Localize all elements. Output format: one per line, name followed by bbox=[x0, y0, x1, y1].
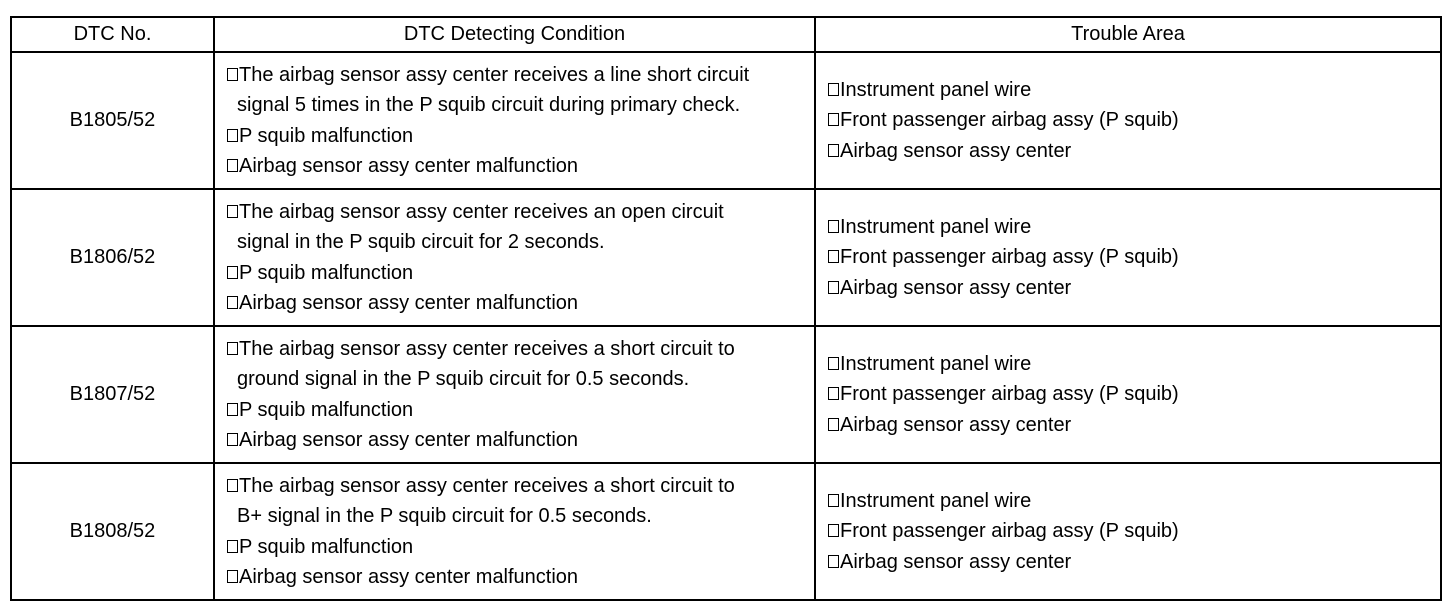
table-row: B1807/52 The airbag sensor assy center r… bbox=[10, 325, 1442, 464]
dtc-code: B1808/52 bbox=[10, 462, 215, 601]
condition-text: P squib malfunction bbox=[239, 261, 414, 284]
trouble-area-item: Front passenger airbag assy (P squib) bbox=[828, 379, 1440, 410]
detecting-condition-cell: The airbag sensor assy center receives a… bbox=[213, 51, 816, 190]
trouble-area-text: Airbag sensor assy center bbox=[840, 276, 1072, 299]
condition-item: The airbag sensor assy center receives a… bbox=[227, 334, 814, 365]
condition-continuation: ground signal in the P squib circuit for… bbox=[237, 368, 690, 390]
checkbox-icon bbox=[828, 280, 839, 294]
checkbox-icon bbox=[227, 159, 238, 172]
checkbox-icon bbox=[828, 493, 839, 507]
checkbox-icon bbox=[828, 417, 839, 431]
condition-item: P squib malfunction bbox=[227, 395, 814, 426]
trouble-area-text: Instrument panel wire bbox=[840, 489, 1032, 512]
table-row: B1808/52 The airbag sensor assy center r… bbox=[10, 462, 1442, 601]
trouble-area-text: Instrument panel wire bbox=[840, 352, 1032, 375]
condition-continuation: B+ signal in the P squib circuit for 0.5… bbox=[237, 505, 652, 527]
trouble-area-text: Instrument panel wire bbox=[840, 78, 1032, 101]
checkbox-icon bbox=[828, 113, 839, 127]
checkbox-icon bbox=[828, 524, 839, 538]
checkbox-icon bbox=[227, 265, 238, 279]
condition-item: P squib malfunction bbox=[227, 258, 814, 289]
condition-text: Airbag sensor assy center malfunction bbox=[239, 292, 579, 314]
trouble-area-item: Airbag sensor assy center bbox=[828, 410, 1440, 441]
header-dtc-no: DTC No. bbox=[10, 16, 215, 53]
condition-text: The airbag sensor assy center receives a… bbox=[239, 200, 724, 223]
trouble-area-text: Front passenger airbag assy (P squib) bbox=[840, 109, 1179, 132]
trouble-area-text: Airbag sensor assy center bbox=[840, 413, 1072, 436]
checkbox-icon bbox=[227, 128, 238, 142]
checkbox-icon bbox=[227, 296, 238, 309]
trouble-area-item: Airbag sensor assy center bbox=[828, 547, 1440, 578]
condition-text: Airbag sensor assy center malfunction bbox=[239, 155, 579, 177]
checkbox-icon bbox=[828, 82, 839, 96]
condition-continuation: signal 5 times in the P squib circuit du… bbox=[237, 94, 741, 116]
trouble-area-item: Instrument panel wire bbox=[828, 212, 1440, 243]
trouble-area-text: Instrument panel wire bbox=[840, 215, 1032, 238]
detecting-condition-cell: The airbag sensor assy center receives a… bbox=[213, 325, 816, 464]
checkbox-icon bbox=[227, 433, 238, 446]
trouble-area-text: Airbag sensor assy center bbox=[840, 139, 1072, 162]
trouble-area-text: Airbag sensor assy center bbox=[840, 550, 1072, 573]
dtc-table: DTC No. DTC Detecting Condition Trouble … bbox=[10, 16, 1442, 601]
trouble-area-item: Instrument panel wire bbox=[828, 75, 1440, 106]
table-row: B1805/52 The airbag sensor assy center r… bbox=[10, 51, 1442, 190]
checkbox-icon bbox=[828, 387, 839, 401]
trouble-area-cell: Instrument panel wire Front passenger ai… bbox=[814, 462, 1442, 601]
trouble-area-text: Front passenger airbag assy (P squib) bbox=[840, 246, 1179, 269]
condition-item: The airbag sensor assy center receives a… bbox=[227, 60, 814, 91]
checkbox-icon bbox=[828, 143, 839, 157]
condition-item: The airbag sensor assy center receives a… bbox=[227, 471, 814, 502]
checkbox-icon bbox=[227, 570, 238, 583]
checkbox-icon bbox=[828, 250, 839, 264]
condition-item: P squib malfunction bbox=[227, 121, 814, 152]
checkbox-icon bbox=[828, 219, 839, 233]
condition-item: The airbag sensor assy center receives a… bbox=[227, 197, 814, 228]
dtc-code: B1805/52 bbox=[10, 51, 215, 190]
trouble-area-text: Front passenger airbag assy (P squib) bbox=[840, 520, 1179, 543]
trouble-area-item: Instrument panel wire bbox=[828, 349, 1440, 380]
condition-text: Airbag sensor assy center malfunction bbox=[239, 566, 579, 588]
trouble-area-cell: Instrument panel wire Front passenger ai… bbox=[814, 188, 1442, 327]
trouble-area-cell: Instrument panel wire Front passenger ai… bbox=[814, 51, 1442, 190]
checkbox-icon bbox=[227, 478, 238, 492]
condition-item: Airbag sensor assy center malfunction bbox=[227, 151, 814, 182]
condition-text: The airbag sensor assy center receives a… bbox=[239, 337, 735, 360]
trouble-area-item: Front passenger airbag assy (P squib) bbox=[828, 105, 1440, 136]
condition-text: P squib malfunction bbox=[239, 398, 414, 421]
condition-text: P squib malfunction bbox=[239, 535, 414, 558]
header-trouble-area: Trouble Area bbox=[814, 16, 1442, 53]
condition-text: The airbag sensor assy center receives a… bbox=[239, 63, 750, 86]
checkbox-icon bbox=[828, 554, 839, 568]
checkbox-icon bbox=[227, 204, 238, 218]
condition-text: Airbag sensor assy center malfunction bbox=[239, 429, 579, 451]
dtc-code: B1807/52 bbox=[10, 325, 215, 464]
condition-item: Airbag sensor assy center malfunction bbox=[227, 425, 814, 456]
detecting-condition-cell: The airbag sensor assy center receives a… bbox=[213, 462, 816, 601]
condition-text: The airbag sensor assy center receives a… bbox=[239, 474, 735, 497]
condition-continuation: signal in the P squib circuit for 2 seco… bbox=[237, 231, 605, 253]
dtc-code: B1806/52 bbox=[10, 188, 215, 327]
trouble-area-item: Airbag sensor assy center bbox=[828, 273, 1440, 304]
checkbox-icon bbox=[227, 341, 238, 355]
condition-item: Airbag sensor assy center malfunction bbox=[227, 288, 814, 319]
checkbox-icon bbox=[227, 402, 238, 416]
checkbox-icon bbox=[828, 356, 839, 370]
checkbox-icon bbox=[227, 67, 238, 81]
detecting-condition-cell: The airbag sensor assy center receives a… bbox=[213, 188, 816, 327]
condition-item: Airbag sensor assy center malfunction bbox=[227, 562, 814, 593]
header-detecting-condition: DTC Detecting Condition bbox=[213, 16, 816, 53]
trouble-area-item: Airbag sensor assy center bbox=[828, 136, 1440, 167]
condition-item: P squib malfunction bbox=[227, 532, 814, 563]
checkbox-icon bbox=[227, 539, 238, 553]
trouble-area-item: Front passenger airbag assy (P squib) bbox=[828, 516, 1440, 547]
trouble-area-text: Front passenger airbag assy (P squib) bbox=[840, 383, 1179, 406]
table-row: B1806/52 The airbag sensor assy center r… bbox=[10, 188, 1442, 327]
trouble-area-item: Front passenger airbag assy (P squib) bbox=[828, 242, 1440, 273]
condition-text: P squib malfunction bbox=[239, 124, 414, 147]
header-row: DTC No. DTC Detecting Condition Trouble … bbox=[10, 16, 1442, 53]
trouble-area-cell: Instrument panel wire Front passenger ai… bbox=[814, 325, 1442, 464]
trouble-area-item: Instrument panel wire bbox=[828, 486, 1440, 517]
